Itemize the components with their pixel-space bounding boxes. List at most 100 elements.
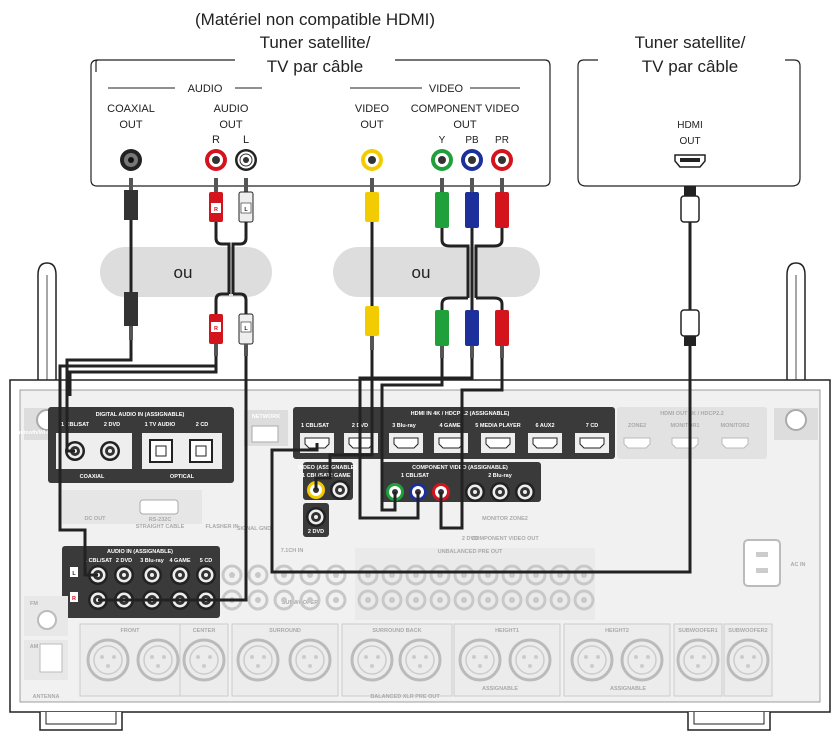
component-pr-jack[interactable] <box>491 149 513 171</box>
audio-in-l-jack-2[interactable] <box>114 565 134 585</box>
audio-in-l-jack-4[interactable] <box>170 565 190 585</box>
flasher-in-label: FLASHER IN <box>206 524 239 530</box>
or-label-audio: ou <box>174 263 193 282</box>
cable-routes <box>58 340 692 602</box>
audio-out-label-1: AUDIO <box>214 103 249 115</box>
video-in-jack-2[interactable] <box>330 480 350 500</box>
component-out-label-2: OUT <box>453 119 477 131</box>
assignable-label-2: ASSIGNABLE <box>610 686 646 692</box>
coaxial-out-label-2: OUT <box>119 119 143 131</box>
balanced-group-label: SURROUND <box>269 628 301 634</box>
audio-out-r-jack[interactable] <box>205 149 227 171</box>
straight-cable-label: STRAIGHT CABLE <box>136 524 185 530</box>
analog-audio-cable: R L R L <box>209 178 254 356</box>
hdmi-out-zone2: ZONE2 <box>628 423 646 429</box>
audio-l-label: L <box>243 134 249 146</box>
balanced-group-box <box>179 623 229 697</box>
audio-in-4-label: 4 GAME <box>169 558 190 564</box>
video-in-1-label: 1 CBL/SAT <box>302 473 331 479</box>
antenna-label: ANTENNA <box>33 694 60 700</box>
video-out-label-1: VIDEO <box>355 103 390 115</box>
rs232c-label: RS-232C <box>149 517 172 523</box>
svg-text:R: R <box>214 326 218 332</box>
video-out-label-2: OUT <box>360 119 384 131</box>
component-in-3-label: 2 DVD <box>462 536 478 542</box>
balanced-xlr-pre-out-label: BALANCED XLR PRE OUT <box>370 694 440 700</box>
hdmi-in-port-6[interactable] <box>528 433 562 453</box>
audio-in-l-jack-5[interactable] <box>196 565 216 585</box>
component-pb-jack[interactable] <box>461 149 483 171</box>
optical-in-1[interactable] <box>149 439 173 463</box>
coaxial-in-jack-2[interactable] <box>100 441 120 461</box>
audio-in-3-label: 3 Blu-ray <box>140 558 164 564</box>
hdmi-out-label-2: OUT <box>679 136 700 147</box>
am-label: AM <box>30 644 39 650</box>
audio-in-label: AUDIO IN (ASSIGNABLE) <box>107 549 173 555</box>
fm-label: FM <box>30 601 38 607</box>
video-in-jack-3[interactable] <box>306 507 326 527</box>
ac-in-label: AC IN <box>791 562 806 568</box>
assignable-label-1: ASSIGNABLE <box>482 686 518 692</box>
component-in-2-label: 2 Blu-ray <box>488 473 512 479</box>
coaxial-cable <box>124 178 138 340</box>
hdmi-in-port-7[interactable] <box>575 433 609 453</box>
right-title-line-1: Tuner satellite/ <box>635 33 746 52</box>
audio-in-2-label: 2 DVD <box>116 558 132 564</box>
audio-in-l-jack-3[interactable] <box>142 565 162 585</box>
balanced-group-label: SUBWOOFER1 <box>678 628 717 634</box>
hdmi-in-6-label: 6 AUX2 <box>535 423 554 429</box>
optical-in-2[interactable] <box>189 439 213 463</box>
title-line-1: (Matériel non compatible HDMI) <box>195 10 435 29</box>
component-y-jack[interactable] <box>431 149 453 171</box>
hdmi-cable <box>680 186 700 346</box>
hdmi-in-port-4[interactable] <box>434 433 468 453</box>
optical-label: OPTICAL <box>170 474 195 480</box>
balanced-group-label: SURROUND BACK <box>372 628 421 634</box>
hdmi-out-port[interactable] <box>674 154 706 168</box>
hdmi-in-1-label: 1 CBL/SAT <box>301 423 330 429</box>
balanced-group-box <box>723 623 773 697</box>
svg-text:L: L <box>244 326 248 332</box>
audio-in-l-marker: L <box>72 571 76 577</box>
network-port[interactable] <box>251 425 279 443</box>
balanced-group-box <box>673 623 723 697</box>
audio-out-l-jack[interactable] <box>235 149 257 171</box>
video-in-3-label: 2 DVD <box>308 529 324 535</box>
right-title-line-2: TV par câble <box>642 57 738 76</box>
audio-in-5-label: 5 CD <box>200 558 213 564</box>
balanced-group-box <box>563 623 671 697</box>
audio-in-r-marker: R <box>72 596 76 602</box>
unbalanced-pre-out-label: UNBALANCED PRE OUT <box>438 549 503 555</box>
balanced-group-label: FRONT <box>121 628 141 634</box>
hdmi-in-3-label: 3 Blu-ray <box>392 423 416 429</box>
hdmi-out-group-label: HDMI OUT 4K / HDCP2.2 <box>660 411 724 417</box>
video-header: VIDEO <box>429 83 464 95</box>
digital-in-2: 2 DVD <box>104 422 120 428</box>
component-out-label-1: COMPONENT VIDEO <box>411 103 520 115</box>
title-line-2: Tuner satellite/ <box>260 33 371 52</box>
audio-in-1-label: 1 CBL/SAT <box>84 558 113 564</box>
balanced-group-box <box>231 623 339 697</box>
hdmi-in-label: HDMI IN 4K / HDCP2.2 (ASSIGNABLE) <box>411 411 510 417</box>
hdmi-out-monitor1: MONITOR1 <box>671 423 700 429</box>
video-out-jack[interactable] <box>361 149 383 171</box>
component-pb-label: PB <box>465 135 479 146</box>
coaxial-label: COAXIAL <box>80 474 105 480</box>
hdmi-in-port-3[interactable] <box>389 433 423 453</box>
or-pill-video <box>333 247 540 297</box>
video-in-2-label: 2 GAME <box>329 473 350 479</box>
network-label: NETWORK <box>252 414 280 420</box>
audio-r-label: R <box>212 134 220 146</box>
digital-in-4: 2 CD <box>196 422 209 428</box>
hdmi-in-port-5[interactable] <box>481 433 515 453</box>
seven-one-in-label: 7.1CH IN <box>281 548 304 554</box>
component-y-label: Y <box>439 135 446 146</box>
balanced-group-label: HEIGHT1 <box>495 628 519 634</box>
or-label-video: ou <box>412 263 431 282</box>
audio-header: AUDIO <box>188 83 223 95</box>
bt-antenna-label: Bluetooth/Wi-Fi ANTENNA <box>12 430 81 436</box>
hdmi-out-label-1: HDMI <box>677 120 703 131</box>
svg-text:R: R <box>214 207 218 213</box>
coaxial-out-jack[interactable] <box>120 149 142 171</box>
